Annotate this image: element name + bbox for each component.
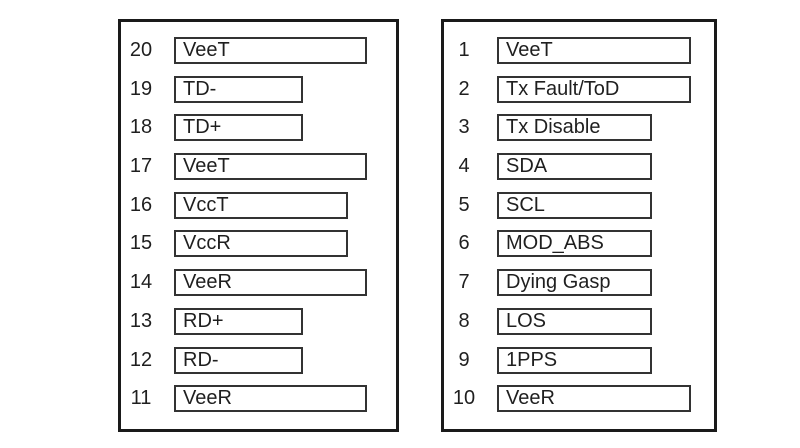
pin-row: 7 Dying Gasp	[444, 269, 714, 297]
pin-number: 8	[458, 309, 470, 332]
pin-number: 10	[452, 387, 476, 410]
pin-row: 20 VeeT	[121, 37, 396, 64]
pin-label-box: Tx Fault/ToD	[497, 75, 691, 103]
pin-number: 20	[129, 39, 153, 61]
pin-number: 5	[458, 193, 470, 216]
pin-number: 1	[458, 39, 470, 61]
pin-label-box: VeeR	[174, 269, 367, 297]
pin-row: 3 Tx Disable	[444, 114, 714, 142]
pin-label-box: SDA	[497, 153, 652, 181]
pin-panel-left: 20 VeeT 19 TD- 18 TD+ 17 VeeT 16 VccT 15…	[118, 19, 399, 432]
pin-row: 9 1PPS	[444, 346, 714, 374]
pin-row: 14 VeeR	[121, 269, 396, 297]
pin-number: 12	[129, 348, 153, 371]
pin-row: 4 SDA	[444, 153, 714, 181]
pin-number: 7	[458, 271, 470, 294]
pin-label-box: VeeT	[174, 37, 367, 64]
pin-label-box: LOS	[497, 307, 652, 335]
pin-number: 19	[129, 77, 153, 100]
pin-label-box: RD-	[174, 346, 303, 374]
pin-number: 2	[458, 77, 470, 100]
pin-label-box: VccT	[174, 191, 348, 219]
pin-label-box: MOD_ABS	[497, 230, 652, 258]
pin-label-box: VccR	[174, 230, 348, 258]
pin-number: 11	[130, 387, 152, 410]
pin-number: 4	[458, 155, 470, 178]
pin-label-box: VeeR	[174, 385, 367, 413]
pin-label-box: TD+	[174, 114, 303, 142]
pin-label-box: Tx Disable	[497, 114, 652, 142]
pin-label-box: VeeT	[174, 153, 367, 181]
pin-row: 17 VeeT	[121, 153, 396, 181]
pin-row: 10 VeeR	[444, 385, 714, 413]
pin-row: 18 TD+	[121, 114, 396, 142]
pin-number: 16	[129, 193, 153, 216]
pin-number: 13	[129, 309, 153, 332]
pin-number: 18	[129, 116, 153, 139]
pin-number: 3	[458, 116, 470, 139]
pin-row: 6 MOD_ABS	[444, 230, 714, 258]
pin-label-box: RD+	[174, 307, 303, 335]
pin-row: 12 RD-	[121, 346, 396, 374]
pin-row: 13 RD+	[121, 307, 396, 335]
pin-panel-right: 1 VeeT 2 Tx Fault/ToD 3 Tx Disable 4 SDA…	[441, 19, 717, 432]
pin-row: 19 TD-	[121, 75, 396, 103]
pin-number: 14	[129, 271, 153, 294]
pin-row: 15 VccR	[121, 230, 396, 258]
pin-row: 5 SCL	[444, 191, 714, 219]
pin-number: 17	[129, 155, 153, 178]
pin-number: 9	[458, 348, 470, 371]
pin-label-box: TD-	[174, 75, 303, 103]
pin-number: 15	[129, 232, 153, 255]
pin-row: 8 LOS	[444, 307, 714, 335]
pin-row: 1 VeeT	[444, 37, 714, 64]
pin-row: 16 VccT	[121, 191, 396, 219]
pin-label-box: VeeR	[497, 385, 691, 413]
pin-label-box: 1PPS	[497, 346, 652, 374]
pin-row: 2 Tx Fault/ToD	[444, 75, 714, 103]
pin-label-box: Dying Gasp	[497, 269, 652, 297]
pin-label-box: SCL	[497, 191, 652, 219]
pin-row: 11 VeeR	[121, 385, 396, 413]
pin-label-box: VeeT	[497, 37, 691, 64]
pin-number: 6	[458, 232, 470, 255]
